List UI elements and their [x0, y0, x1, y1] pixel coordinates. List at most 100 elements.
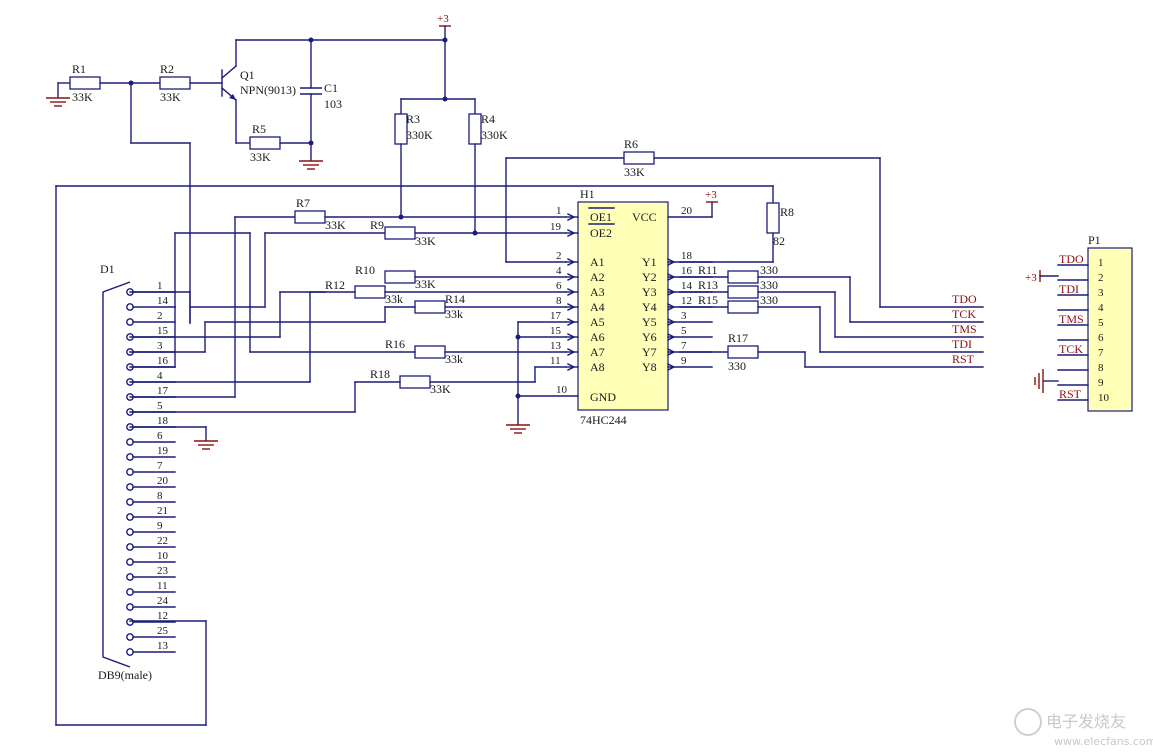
d1-pin-num: 9 [157, 520, 163, 532]
d1-pin-num: 22 [157, 535, 168, 547]
watermark: 电子发烧友 www.elecfans.com [1014, 708, 1153, 748]
d1-pin-socket [126, 633, 134, 641]
net-tdi: TDI [952, 337, 972, 351]
r13-body [727, 285, 759, 299]
h1-pin-num: 4 [556, 265, 562, 277]
h1-pin-name: Y5 [642, 315, 657, 329]
r5-body [249, 136, 281, 150]
r4-value: 330K [481, 128, 508, 142]
d1-pin-socket [126, 573, 134, 581]
d1-pin-socket [126, 603, 134, 611]
d1-pin-num: 20 [157, 475, 169, 487]
r9-value: 33K [415, 234, 436, 248]
d1-pin-num: 19 [157, 445, 169, 457]
r18-value: 33K [430, 382, 451, 396]
h1-pin-num: 16 [681, 265, 693, 277]
h1-pin-name: A4 [590, 300, 605, 314]
svg-text:+3: +3 [1025, 272, 1037, 284]
r12-ref: R12 [325, 278, 345, 292]
r3-ref: R3 [406, 112, 420, 126]
h1-vcc: VCC [632, 210, 657, 224]
power-h1: +3 [705, 189, 718, 218]
watermark-site: 电子发烧友 [1046, 712, 1126, 731]
d1-part: DB9(male) [98, 668, 152, 682]
d1-pin-socket [126, 498, 134, 506]
d1-ref: D1 [100, 262, 115, 276]
r7-body [294, 210, 326, 224]
d1-pin-num: 24 [157, 595, 169, 607]
net-tck: TCK [952, 307, 976, 321]
d1-pin-socket [126, 648, 134, 656]
d1-pin-socket [126, 543, 134, 551]
r15-ref: R15 [698, 293, 718, 307]
r10-body [384, 270, 416, 284]
h1-gnd-pin: 10 [556, 384, 568, 396]
d1-pin-socket [126, 438, 134, 446]
r17-body [727, 345, 759, 359]
d1-pin-num: 1 [157, 280, 163, 292]
r8-ref: R8 [780, 205, 794, 219]
c1-ref: C1 [324, 81, 338, 95]
h1-pin-name: OE1 [590, 210, 612, 224]
r1-value: 33K [72, 90, 93, 104]
h1-pin-num: 13 [550, 340, 562, 352]
power-top: +3 [437, 13, 451, 100]
h1-pin-name: Y3 [642, 285, 657, 299]
d1-pin-num: 13 [157, 640, 169, 652]
d1-pin-num: 5 [157, 400, 163, 412]
d1-pin-num: 16 [157, 355, 169, 367]
p1-pin-num: 3 [1098, 287, 1104, 299]
r15-body [727, 300, 759, 314]
h1-pin-name: Y2 [642, 270, 657, 284]
d1-pin-num: 3 [157, 340, 163, 352]
r14-ref: R14 [445, 292, 465, 306]
r4-ref: R4 [481, 112, 495, 126]
h1-pin-num: 5 [681, 325, 687, 337]
d1-pin-socket [126, 303, 134, 311]
r6-value: 33K [624, 165, 645, 179]
r2-value: 33K [160, 90, 181, 104]
r11-value: 330 [760, 263, 778, 277]
p1-connector [1087, 247, 1133, 412]
ground-h1 [506, 424, 530, 434]
ground-r1 [46, 82, 70, 107]
r11-body [727, 270, 759, 284]
r11-ref: R11 [698, 263, 718, 277]
p1-pin-label: TCK [1059, 342, 1083, 356]
ground-q1 [299, 160, 323, 170]
h1-pin-name: A5 [590, 315, 605, 329]
p1-pin-num: 8 [1098, 362, 1104, 374]
r8-value: 82 [773, 234, 785, 248]
h1-pin-name: Y6 [642, 330, 657, 344]
c1-value: 103 [324, 97, 342, 111]
d1-pin-num: 4 [157, 370, 163, 382]
h1-pin-name: A7 [590, 345, 605, 359]
d1-shell [102, 281, 131, 668]
h1-pin-num: 3 [681, 310, 687, 322]
r4-body [468, 113, 482, 145]
r5-ref: R5 [252, 122, 266, 136]
p1-pin-num: 10 [1098, 392, 1110, 404]
h1-pin-name: A3 [590, 285, 605, 299]
r18-ref: R18 [370, 367, 390, 381]
p1-pin-num: 6 [1098, 332, 1104, 344]
r3-value: 330K [406, 128, 433, 142]
r18-body [399, 375, 431, 389]
d1-pin-num: 23 [157, 565, 169, 577]
h1-ref: H1 [580, 187, 595, 201]
h1-chip [577, 201, 669, 411]
r2-ref: R2 [160, 62, 174, 76]
d1-pin-num: 2 [157, 310, 163, 322]
h1-pin-name: A8 [590, 360, 605, 374]
d1-pin-num: 6 [157, 430, 163, 442]
r1-ref: R1 [72, 62, 86, 76]
d1-pin-num: 12 [157, 610, 168, 622]
r16-value: 33k [445, 352, 463, 366]
r17-ref: R17 [728, 331, 748, 345]
d1-pin-num: 15 [157, 325, 169, 337]
h1-pin-name: A2 [590, 270, 605, 284]
p1-pin-label: TDO [1059, 252, 1084, 266]
